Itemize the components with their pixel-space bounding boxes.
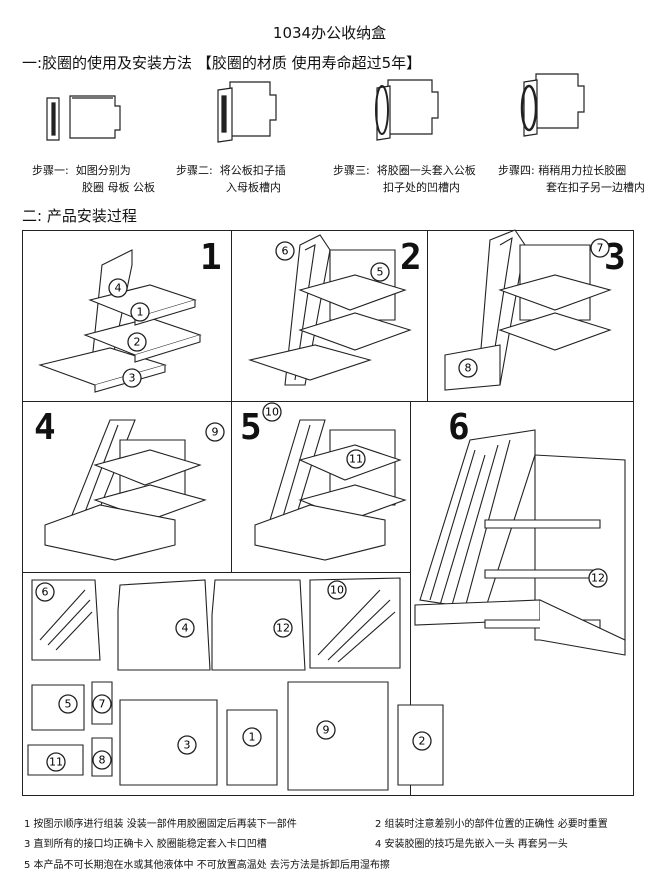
note-4: 4 安装胶圈的技巧是先嵌入一头 再套另一头 [375, 839, 568, 850]
part-label-circle [274, 619, 292, 637]
step4-drawing [522, 74, 584, 136]
note-1: 1 按图示顺序进行组装 没装一部件用胶圈固定后再装下一部件 [24, 819, 297, 830]
part-label-circle [128, 333, 146, 351]
step2-line1: 将公板扣子插 [219, 164, 286, 177]
step3-line1: 将胶圈一头套入公板 [376, 164, 476, 177]
part-label-circle [93, 695, 111, 713]
part-label-3: 3 [184, 739, 191, 752]
part-label-circle [371, 263, 389, 281]
part-label-9: 9 [323, 724, 330, 737]
part-label-1: 1 [137, 306, 144, 319]
panel-number-2: 2 [400, 237, 422, 278]
part-label-circle [591, 239, 609, 257]
part-label-6: 6 [42, 586, 49, 599]
part-label-6: 6 [282, 245, 289, 258]
panel-number-4: 4 [34, 407, 56, 448]
part-label-circle [459, 359, 477, 377]
part-label-circle [263, 403, 281, 421]
part-label-circle [413, 732, 431, 750]
part-label-1: 1 [249, 731, 256, 744]
step1-line2: 胶圈 母板 公板 [82, 181, 155, 194]
part-label-circle [589, 569, 607, 587]
note-2: 2 组装时注意差别小的部件位置的正确性 必要时重置 [375, 819, 608, 830]
part-label-circle [59, 695, 77, 713]
panel-number-6: 6 [448, 407, 470, 448]
step4-line1: 稍稍用力拉长胶圈 [538, 164, 627, 177]
panel-number-5: 5 [240, 407, 262, 448]
step2-text: 步骤二: 将公板扣子插 入母板槽内 [176, 162, 286, 196]
part-label-circle [317, 721, 335, 739]
step3-text: 步骤三: 将胶圈一头套入公板 扣子处的凹槽内 [333, 162, 476, 196]
parts-drawings [28, 578, 443, 790]
part-label-circle [347, 450, 365, 468]
part-label-12: 12 [591, 572, 605, 585]
part-label-2: 2 [419, 735, 426, 748]
step1-line1: 如图分别为 [75, 164, 131, 177]
step4-text: 步骤四: 稍稍用力拉长胶圈 套在扣子另一边槽内 [498, 162, 645, 196]
part-label-5: 5 [65, 698, 72, 711]
part-label-10: 10 [265, 406, 279, 419]
part-label-8: 8 [99, 754, 106, 767]
part-label-8: 8 [465, 362, 472, 375]
step2-line2: 入母板槽内 [226, 181, 281, 194]
note-5: 5 本产品不可长期泡在水或其他液体中 不可放置高温处 去污方法是拆卸后用湿布擦 [24, 860, 390, 871]
part-label-10: 10 [330, 584, 344, 597]
step4-label: 步骤四: [498, 164, 535, 177]
part-label-circle [36, 583, 54, 601]
part-label-3: 3 [129, 372, 136, 385]
step1-text: 步骤一: 如图分别为 胶圈 母板 公板 [32, 162, 155, 196]
part-label-circle [123, 369, 141, 387]
part-label-circle [178, 736, 196, 754]
step1-label: 步骤一: [32, 164, 69, 177]
panel3-assembly [445, 230, 610, 390]
part-label-circle [109, 279, 127, 297]
part-label-4: 4 [182, 622, 189, 635]
part-label-9: 9 [212, 426, 219, 439]
step3-drawing [376, 80, 438, 140]
step3-label: 步骤三: [333, 164, 370, 177]
part-label-4: 4 [115, 282, 122, 295]
step2-drawing [218, 82, 276, 142]
panel4-assembly [45, 420, 205, 560]
part-label-circle [243, 728, 261, 746]
part-label-circle [47, 753, 65, 771]
part-label-7: 7 [597, 242, 604, 255]
section2-heading: 二: 产品安装过程 [22, 207, 137, 225]
step1-drawing [47, 96, 120, 140]
part-label-circle [93, 751, 111, 769]
part-label-circle [176, 619, 194, 637]
step2-label: 步骤二: [176, 164, 213, 177]
part-label-11: 11 [349, 453, 363, 466]
part-label-5: 5 [377, 266, 384, 279]
step4-line2: 套在扣子另一边槽内 [546, 181, 645, 194]
step3-line2: 扣子处的凹槽内 [383, 181, 460, 194]
part-label-circle [206, 423, 224, 441]
section1-heading: 一:胶圈的使用及安装方法 【胶圈的材质 使用寿命超过5年】 [22, 54, 422, 72]
part-label-circle [276, 242, 294, 260]
note-3: 3 直到所有的接口均正确卡入 胶圈能稳定套入卡口凹槽 [24, 839, 267, 850]
part-label-7: 7 [99, 698, 106, 711]
panel-number-1: 1 [200, 237, 222, 278]
part-label-2: 2 [134, 336, 141, 349]
parts-panel [22, 572, 411, 796]
part-label-12: 12 [276, 622, 290, 635]
part-label-11: 11 [49, 756, 63, 769]
panel2-assembly [250, 235, 410, 385]
step-illustrations [0, 0, 659, 200]
panel6-assembly [415, 430, 625, 655]
part-label-circle [328, 581, 346, 599]
page-title: 1034办公收纳盒 [272, 24, 387, 42]
part-label-circle [131, 303, 149, 321]
